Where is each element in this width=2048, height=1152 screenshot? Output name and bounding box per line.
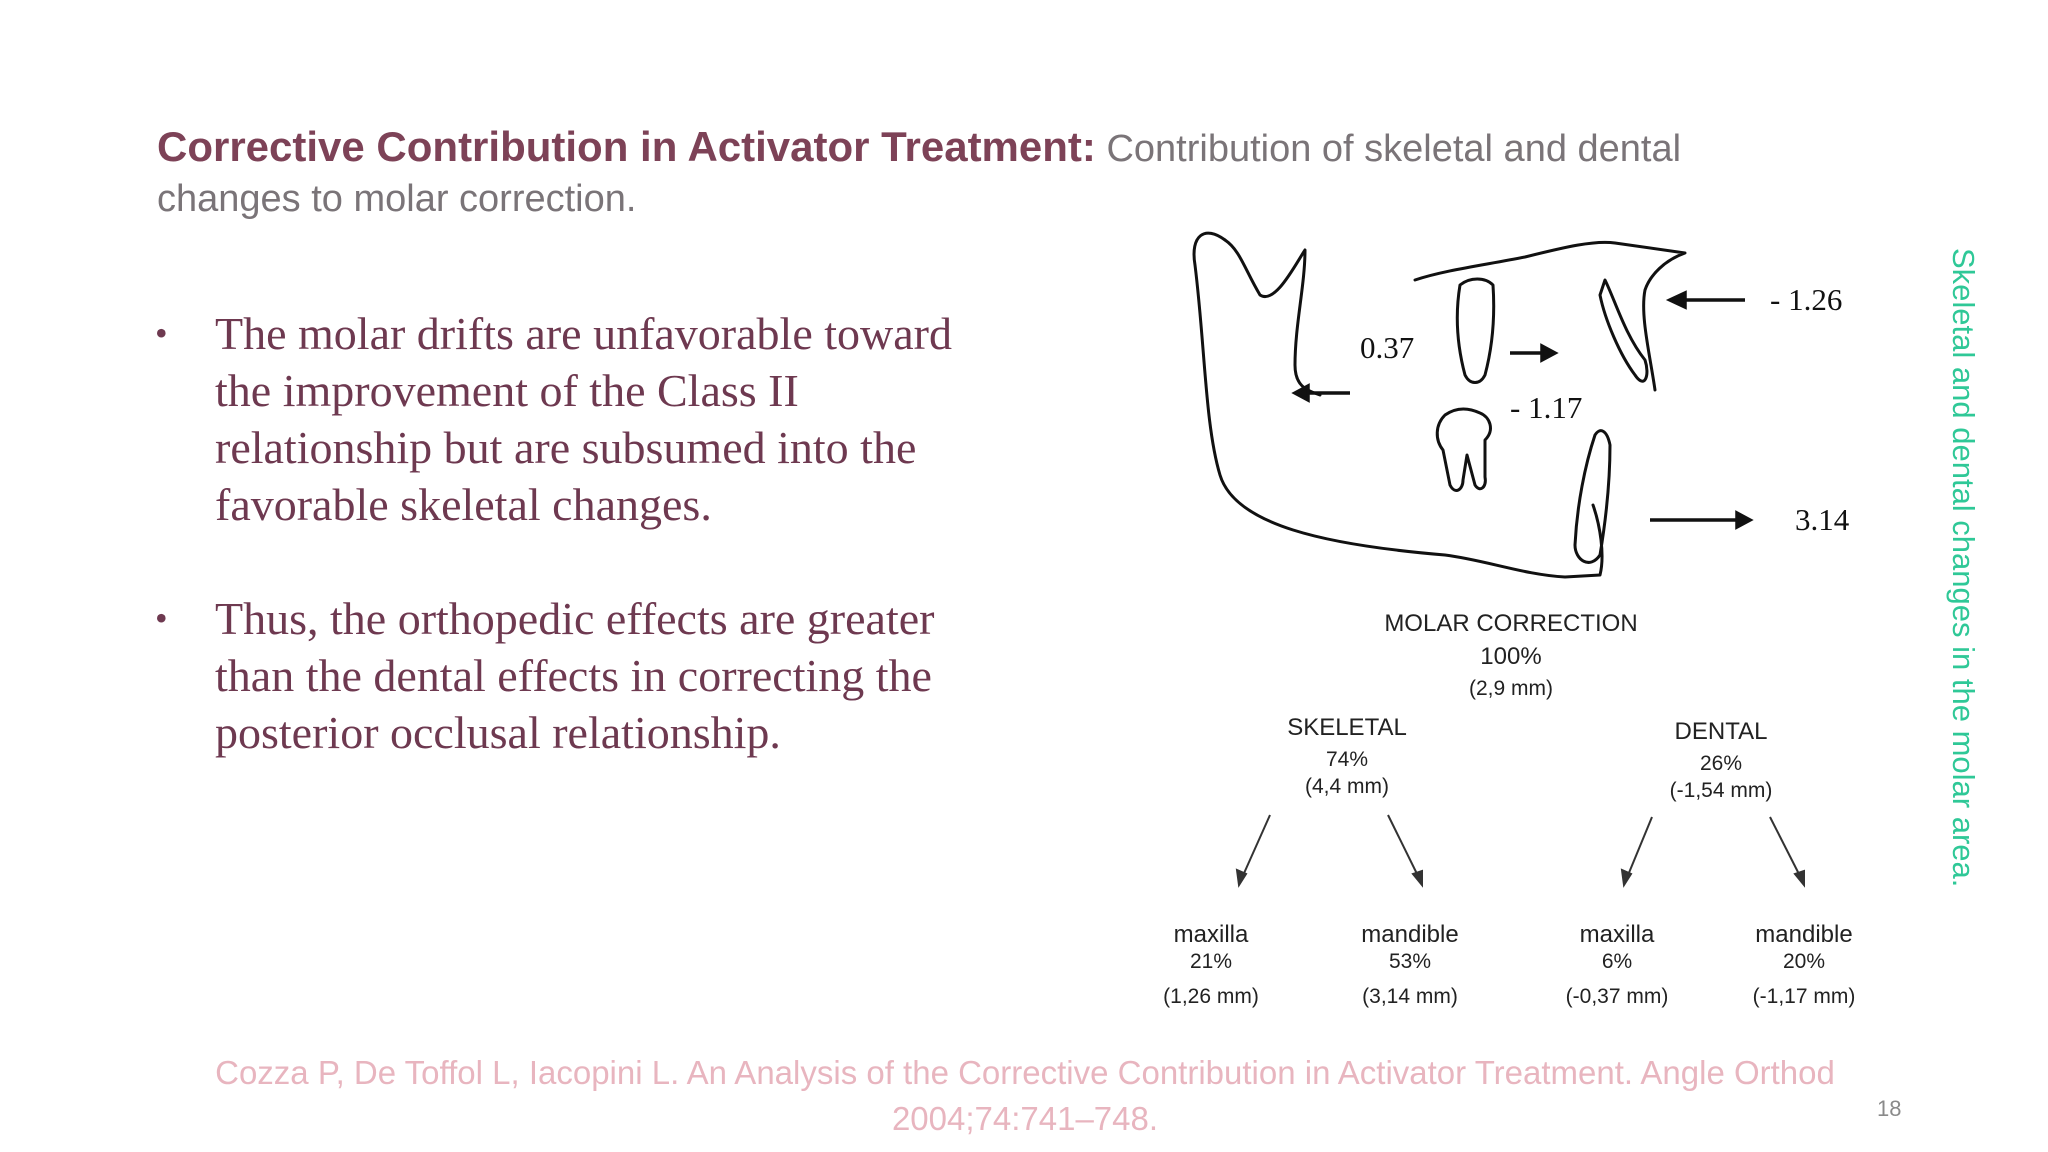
slide-title-rest: Contribution of skeletal and dental chan…: [157, 128, 1682, 220]
leaf-mm: (-0,37 mm): [1566, 985, 1669, 1008]
skeletal-percent: 74%: [1326, 748, 1368, 771]
bullet-item: • Thus, the orthopedic effects are great…: [155, 590, 955, 761]
upper-incisor: [1598, 278, 1649, 383]
skeletal-label: SKELETAL: [1287, 714, 1407, 741]
side-caption: Skeletal and dental changes in the molar…: [1946, 248, 1981, 888]
leaf-percent: 21%: [1190, 950, 1232, 973]
leaf-percent: 6%: [1602, 950, 1632, 973]
bullet-dot-icon: •: [155, 598, 168, 638]
citation: Cozza P, De Toffol L, Iacopini L. An Ana…: [215, 1054, 1835, 1137]
dental-label: DENTAL: [1675, 718, 1768, 745]
bullet-dot-icon: •: [155, 313, 168, 353]
slide-title-bold: Corrective Contribution in Activator Tre…: [157, 123, 1096, 170]
leaf-mm: (3,14 mm): [1362, 985, 1458, 1008]
ramus-notch: [1223, 238, 1322, 397]
bullet-item: • The molar drifts are unfavorable towar…: [155, 305, 955, 533]
bullet-list: • The molar drifts are unfavorable towar…: [155, 305, 955, 818]
leaf-mm: (1,26 mm): [1163, 985, 1259, 1008]
label-upper-incisor-change: - 1.26: [1770, 282, 1842, 317]
slide-title: Corrective Contribution in Activator Tre…: [157, 122, 1807, 224]
root-percent: 100%: [1480, 643, 1541, 670]
movement-arrows: [1291, 290, 1754, 530]
skeletal-mm: (4,4 mm): [1305, 775, 1389, 798]
leaf-percent: 53%: [1389, 950, 1431, 973]
root-label: MOLAR CORRECTION: [1384, 610, 1637, 637]
leaf-label: mandible: [1361, 921, 1458, 948]
label-lower-molar-change: - 1.17: [1510, 390, 1582, 425]
upper-arch: [1413, 240, 1687, 392]
lower-incisor: [1573, 429, 1612, 564]
tree-arrows: [1235, 814, 1805, 888]
leaf-label: maxilla: [1174, 921, 1249, 948]
upper-molar: [1455, 277, 1496, 384]
leaf-percent: 20%: [1783, 950, 1825, 973]
lower-molar: [1435, 407, 1492, 492]
root-mm: (2,9 mm): [1469, 677, 1553, 700]
bullet-text: Thus, the orthopedic effects are greater…: [215, 593, 935, 758]
molar-correction-figure: - 1.26 0.37 - 1.17 3.14 MOLAR CORRECTION…: [1163, 231, 1855, 1008]
dental-percent: 26%: [1700, 752, 1742, 775]
dental-mm: (-1,54 mm): [1670, 779, 1773, 802]
page-number: 18: [1877, 1096, 1902, 1121]
mandible-drawing: [1192, 231, 1687, 579]
leaf-mm: (-1,17 mm): [1753, 985, 1856, 1008]
label-mandible-change: 3.14: [1795, 502, 1850, 537]
mandible-outline: [1192, 231, 1604, 579]
label-upper-molar-change: 0.37: [1360, 330, 1414, 365]
bullet-text: The molar drifts are unfavorable toward …: [215, 308, 952, 530]
correction-tree: MOLAR CORRECTION 100% (2,9 mm) SKELETAL …: [1163, 610, 1855, 1008]
leaf-label: mandible: [1755, 921, 1852, 948]
leaf-label: maxilla: [1580, 921, 1655, 948]
